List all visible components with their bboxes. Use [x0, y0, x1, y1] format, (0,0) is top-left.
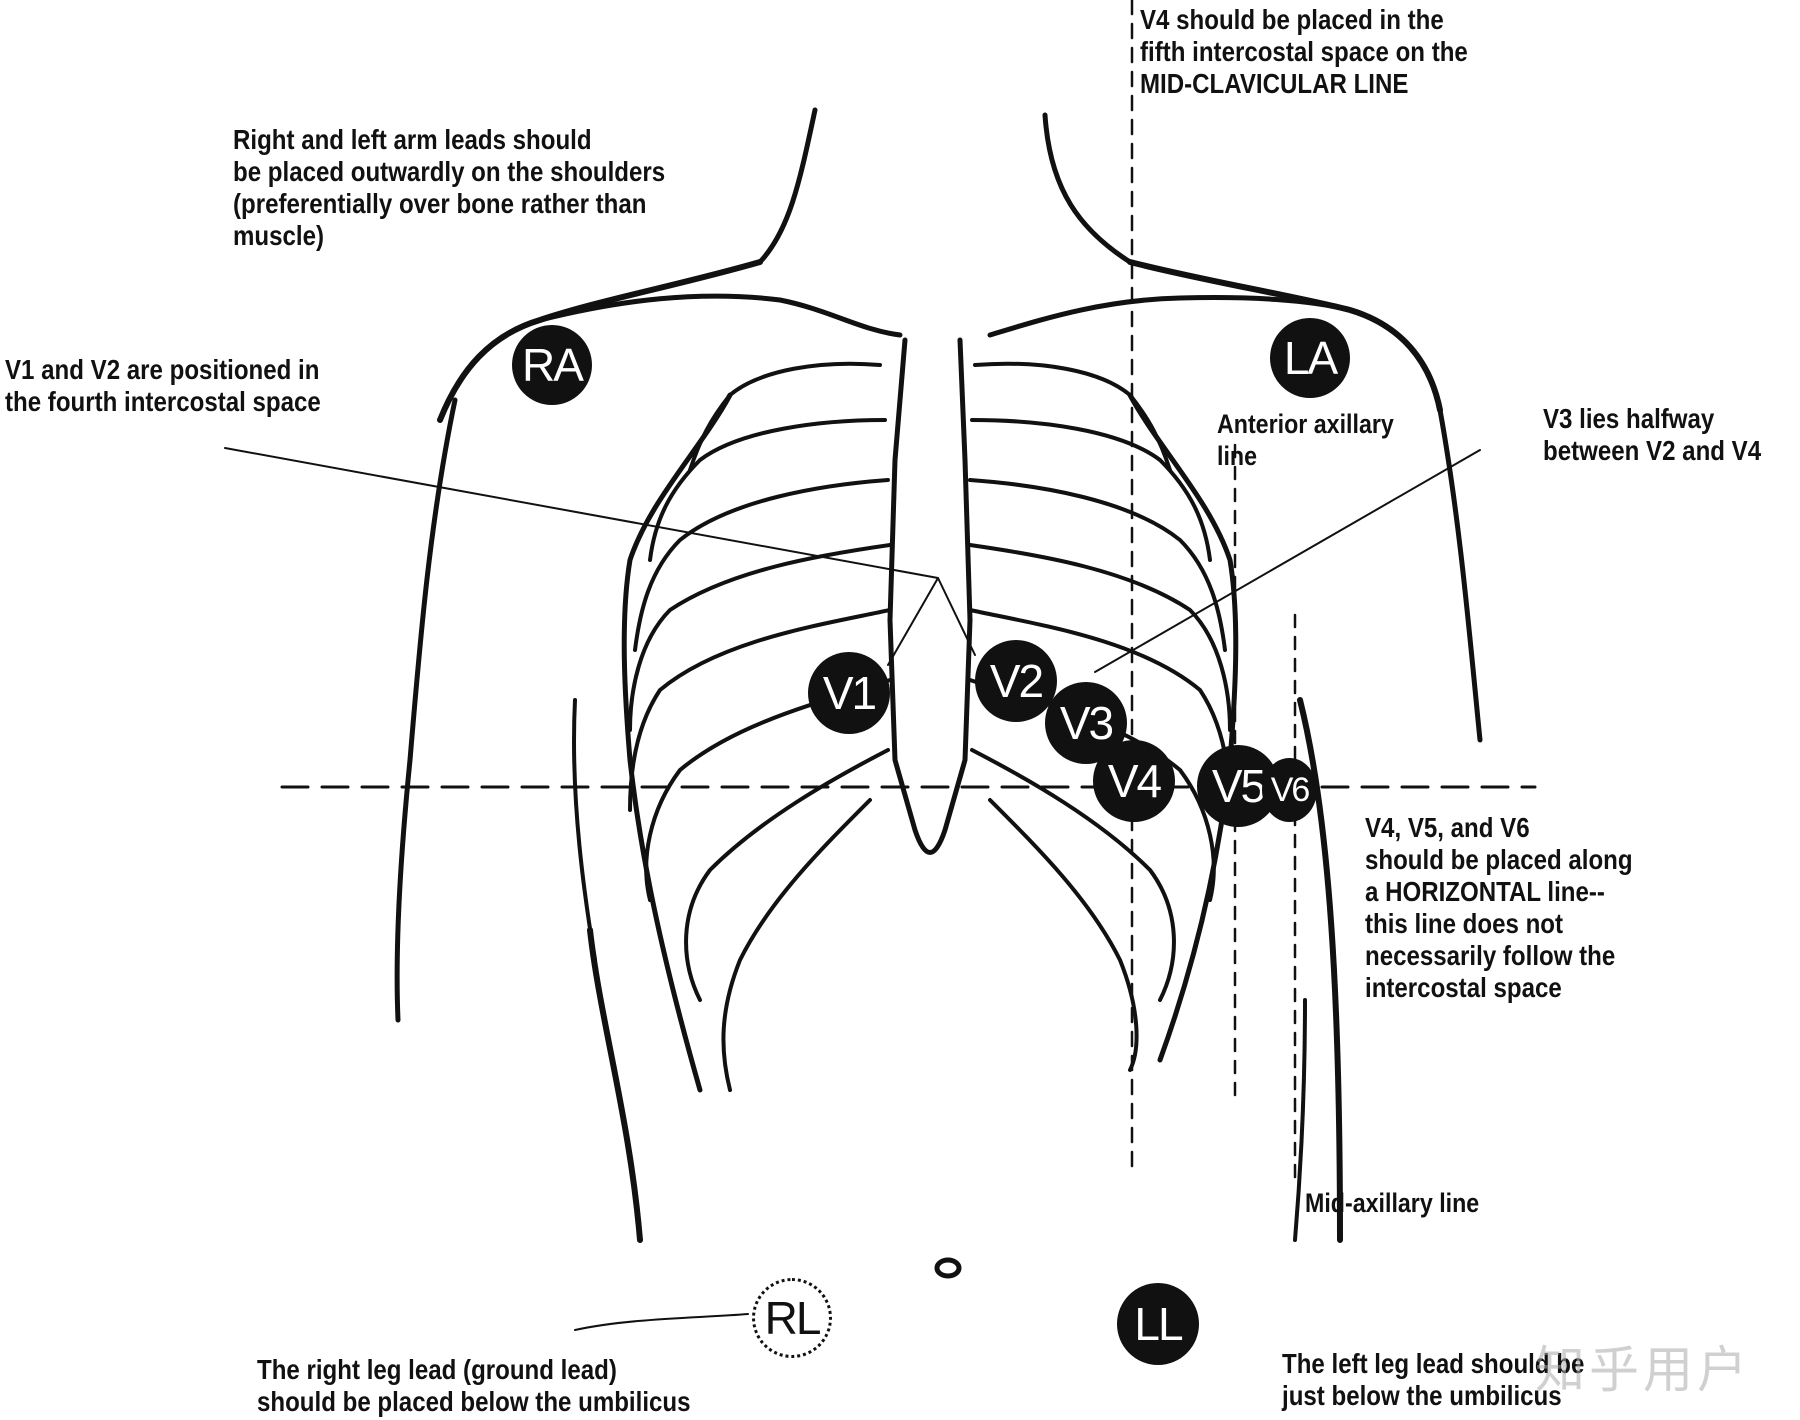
right-arm-outline: [394, 397, 458, 1023]
right-shoulder-outline: [437, 259, 763, 423]
horizontal-line-note: V4, V5, and V6 should be placed along a …: [1365, 812, 1633, 1003]
right-torso-side: [587, 927, 643, 1243]
anterior-axillary-label: Anterior axillary line: [1217, 409, 1394, 471]
electrode-la: LA: [1270, 318, 1350, 398]
mid-axillary-label: Mid-axillary line: [1305, 1188, 1480, 1218]
neck-outline: [1042, 112, 1133, 265]
right-leg-note: The right leg lead (ground lead) should …: [257, 1354, 691, 1417]
left-ribs: [968, 361, 1239, 1072]
umbilicus: [934, 1257, 962, 1279]
right-clavicle: [537, 293, 903, 338]
left-arm-outline: [1437, 407, 1483, 743]
left-leg-note: The left leg lead should be just below t…: [1282, 1348, 1585, 1411]
electrode-ll: LL: [1117, 1283, 1199, 1365]
v3-pointer: [1094, 449, 1481, 673]
v4-position-note: V4 should be placed in the fifth interco…: [1140, 4, 1468, 99]
electrode-ra: RA: [512, 325, 592, 405]
left-torso-side: [1297, 697, 1343, 1243]
v3-note: V3 lies halfway between V2 and V4: [1543, 403, 1762, 466]
rl-pointer: [574, 1313, 749, 1331]
arm-leads-note: Right and left arm leads should be place…: [233, 124, 666, 251]
electrode-v2: V2: [975, 640, 1057, 722]
sternum: [887, 337, 973, 855]
neck-outline: [757, 107, 818, 265]
electrode-v6: V6: [1262, 758, 1317, 822]
electrode-v4: V4: [1093, 740, 1175, 822]
electrode-v1: V1: [808, 652, 890, 734]
left-clavicle: [987, 295, 1353, 338]
left-flank: [1293, 998, 1307, 1242]
v1-v2-note: V1 and V2 are positioned in the fourth i…: [5, 354, 321, 417]
electrode-rl: RL: [752, 1278, 832, 1358]
watermark-text: 知乎用户: [1535, 1341, 1751, 1399]
v1-v2-pointer: [224, 447, 976, 666]
right-arm-inner: [572, 698, 597, 962]
